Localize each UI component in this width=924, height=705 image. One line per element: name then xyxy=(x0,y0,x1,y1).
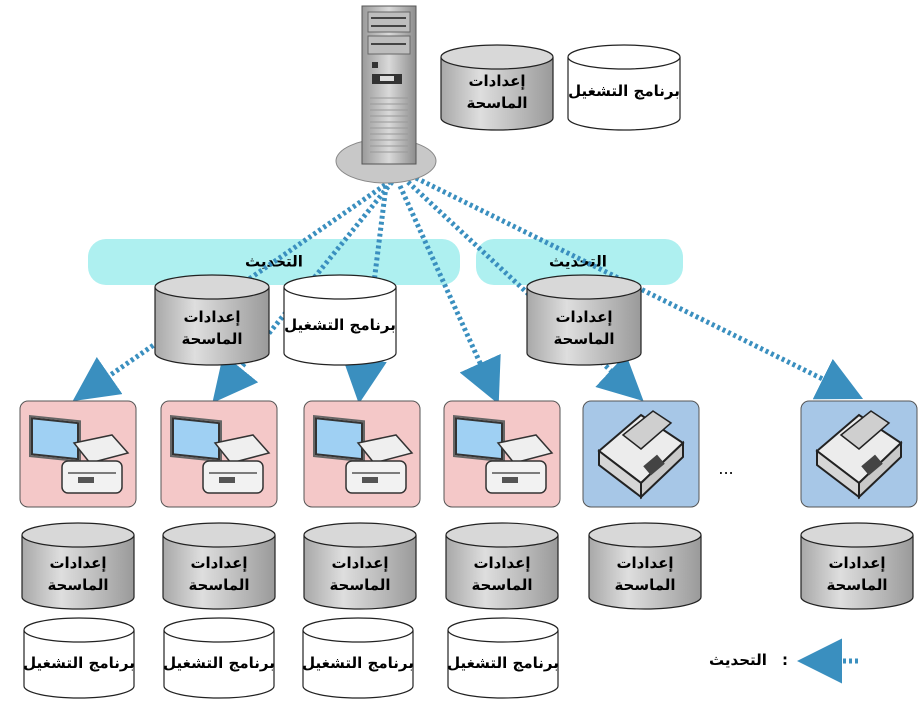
device-program-cylinder-3: برنامج التشغيل xyxy=(302,617,414,699)
device-settings-cylinder-5: إعدادات الماسحة xyxy=(588,522,702,610)
device-1-settings-line1: إعدادات xyxy=(49,554,106,572)
server-operation-program-cylinder: برنامج التشغيل xyxy=(567,44,681,131)
update-band-left-shape xyxy=(88,239,460,285)
device-settings-cylinder-2: إعدادات الماسحة xyxy=(162,522,276,610)
device-5-settings-line2: الماسحة xyxy=(614,576,675,594)
scanner-with-monitor-icon xyxy=(453,414,554,494)
group-settings-line1: إعدادات xyxy=(183,308,240,326)
device-program-cylinder-2: برنامج التشغيل xyxy=(163,617,275,699)
device-program-cylinders: برنامج التشغيل برنامج التشغيل برنامج الت… xyxy=(23,617,559,699)
device-5-settings-line1: إعدادات xyxy=(616,554,673,572)
scanner-with-monitor-icon xyxy=(170,414,271,494)
more-devices-ellipsis: ... xyxy=(718,459,733,478)
device-settings-cylinders: إعدادات الماسحة إعدادات الماسحة إعدادات … xyxy=(21,522,914,610)
legend-separator: : xyxy=(782,651,788,669)
legend-update-label: التحديث xyxy=(709,651,767,669)
device-2-program-label: برنامج التشغيل xyxy=(163,654,275,672)
scanner-with-monitor-icon xyxy=(29,414,130,494)
device-settings-cylinder-1: إعدادات الماسحة xyxy=(21,522,135,610)
device-4-settings-line1: إعدادات xyxy=(473,554,530,572)
update-arrow-6 xyxy=(414,175,864,400)
update-arrow-4 xyxy=(397,184,501,405)
group-settings-line2: الماسحة xyxy=(181,330,242,348)
network-group-settings-line1: إعدادات xyxy=(555,308,612,326)
device-3-settings-line2: الماسحة xyxy=(329,576,390,594)
scanner-with-monitor-icon xyxy=(313,414,414,494)
server-scanner-settings-cylinder: إعدادات الماسحة xyxy=(440,44,554,131)
server-tower-icon xyxy=(335,5,437,184)
device-row: ... xyxy=(19,400,918,508)
device-3-program-label: برنامج التشغيل xyxy=(302,654,414,672)
legend: : التحديث xyxy=(709,638,858,684)
device-1-program-label: برنامج التشغيل xyxy=(23,654,135,672)
device-settings-cylinder-3: إعدادات الماسحة xyxy=(303,522,417,610)
scanner-with-monitor-tile-4 xyxy=(443,400,561,508)
device-settings-cylinder-4: إعدادات الماسحة xyxy=(445,522,559,610)
update-arrow-1 xyxy=(72,175,397,402)
server-program-label: برنامج التشغيل xyxy=(568,82,680,100)
device-4-settings-line2: الماسحة xyxy=(471,576,532,594)
server-settings-line2: الماسحة xyxy=(466,94,527,112)
update-band-right: التحديث xyxy=(476,239,683,285)
group-operation-program-cylinder: برنامج التشغيل xyxy=(283,274,397,366)
network-scanner-tile-1 xyxy=(582,400,700,508)
scanner-with-monitor-tile-1 xyxy=(19,400,137,508)
network-group-scanner-settings-cylinder: إعدادات الماسحة xyxy=(526,274,642,366)
update-band-left: التحديث xyxy=(88,239,460,285)
group-program-label: برنامج التشغيل xyxy=(284,316,396,334)
device-4-program-label: برنامج التشغيل xyxy=(447,654,559,672)
network-scanner-icon xyxy=(597,410,685,500)
scanner-with-monitor-tile-2 xyxy=(160,400,278,508)
device-settings-cylinder-6: إعدادات الماسحة xyxy=(800,522,914,610)
device-program-cylinder-1: برنامج التشغيل xyxy=(23,617,135,699)
device-6-settings-line2: الماسحة xyxy=(826,576,887,594)
device-2-settings-line2: الماسحة xyxy=(188,576,249,594)
device-1-settings-line2: الماسحة xyxy=(47,576,108,594)
network-scanner-icon xyxy=(815,410,903,500)
device-6-settings-line1: إعدادات xyxy=(828,554,885,572)
server-settings-line1: إعدادات xyxy=(468,72,525,90)
device-program-cylinder-4: برنامج التشغيل xyxy=(447,617,559,699)
update-band-right-shape xyxy=(476,239,683,285)
update-band-left-label: التحديث xyxy=(245,253,303,271)
scanner-with-monitor-tile-3 xyxy=(303,400,421,508)
network-scanner-tile-2 xyxy=(800,400,918,508)
network-group-settings-line2: الماسحة xyxy=(553,330,614,348)
device-2-settings-line1: إعدادات xyxy=(190,554,247,572)
group-scanner-settings-cylinder: إعدادات الماسحة xyxy=(154,274,270,366)
device-3-settings-line1: إعدادات xyxy=(331,554,388,572)
update-band-right-label: التحديث xyxy=(549,253,607,271)
